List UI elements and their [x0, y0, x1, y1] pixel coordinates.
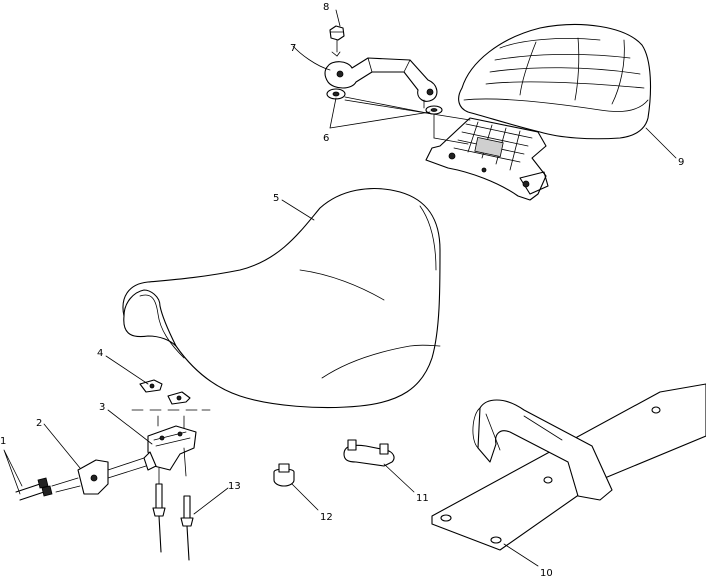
callout-3: 3	[99, 402, 105, 413]
callout-10: 10	[540, 568, 553, 576]
hinge-tab	[131, 379, 211, 411]
callout-8: 8	[323, 2, 329, 13]
nut	[329, 25, 345, 57]
callout-2: 2	[36, 418, 42, 429]
rear-bumper-block	[343, 439, 395, 467]
screws	[15, 477, 81, 501]
seat-strap-bracket	[431, 383, 706, 551]
callout-7: 7	[290, 43, 296, 54]
callout-1: 1	[0, 436, 6, 447]
main-seat	[122, 187, 441, 409]
latch-bracket	[77, 457, 147, 495]
pillion-base-pan	[425, 117, 549, 201]
grab-bracket	[324, 57, 438, 102]
callout-5: 5	[273, 193, 279, 204]
callout-11: 11	[416, 493, 429, 504]
callout-13: 13	[228, 481, 241, 492]
callout-12: 12	[320, 512, 333, 523]
callouts: 1 2 3 4 5 6 7 8 9 10 11 12 13	[0, 2, 684, 576]
callout-6: 6	[323, 133, 329, 144]
leader-lines	[3, 9, 677, 567]
pillion-seat	[458, 24, 651, 140]
hinge-bracket	[143, 415, 197, 477]
callout-9: 9	[678, 157, 684, 168]
rivets	[152, 467, 194, 561]
callout-4: 4	[97, 348, 103, 359]
washers	[326, 88, 443, 115]
alignment-lines	[344, 96, 471, 145]
bumper	[273, 463, 295, 487]
